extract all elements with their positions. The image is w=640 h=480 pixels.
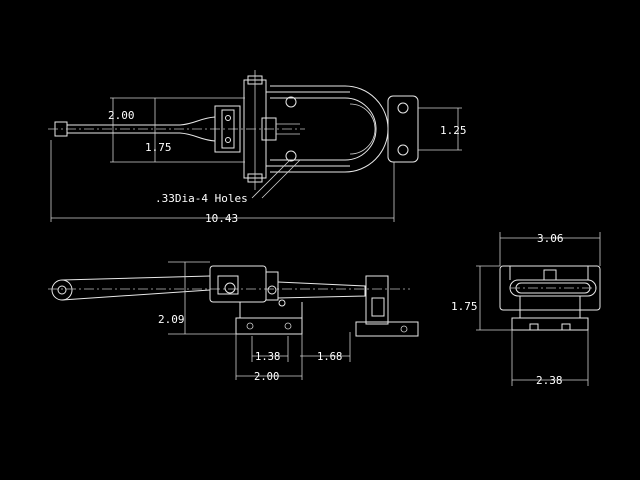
- dim-label-base-spacing: 1.38: [255, 351, 280, 363]
- dim-top-height: 2.00: [108, 97, 245, 163]
- dim-label-end-height: 1.75: [451, 300, 478, 313]
- dim-end-base: 2.38: [511, 330, 589, 387]
- dim-overall-length: 10.43: [50, 140, 395, 225]
- mount-plate-top: [387, 95, 419, 163]
- dim-side-height: 2.09: [158, 261, 236, 335]
- note-holes: .33Dia-4 Holes: [155, 159, 301, 205]
- side-view: 2.09 1.38 1.68 2.00: [48, 261, 419, 383]
- dim-label-end-base: 2.38: [536, 374, 563, 387]
- side-body: [209, 265, 366, 307]
- dim-label-side-height: 2.09: [158, 313, 185, 326]
- dim-label-end-width: 3.06: [537, 232, 564, 245]
- note-label-holes: .33Dia-4 Holes: [155, 192, 248, 205]
- dim-label-top-height: 2.00: [108, 109, 135, 122]
- dim-end-width: 3.06: [499, 232, 601, 266]
- end-view: 3.06 1.75 2.38: [451, 232, 601, 387]
- dim-label-top-inner: 1.75: [145, 141, 172, 154]
- dim-end-height: 1.75: [451, 265, 512, 331]
- side-hook-block: [355, 275, 419, 337]
- dim-base-spacing: 1.38: [251, 336, 289, 363]
- end-body: [499, 265, 601, 331]
- top-view: 2.00 1.75 1.25 .33Dia-4 Holes 10.43: [48, 70, 467, 225]
- dim-label-hook-offset: 1.68: [317, 351, 342, 363]
- dim-base-width: 2.00: [235, 334, 303, 383]
- clamp-body: [214, 70, 350, 190]
- handle-rod: [48, 116, 305, 142]
- dim-label-base-width: 2.00: [254, 371, 279, 383]
- side-base-left: [235, 302, 303, 335]
- dim-label-top-right: 1.25: [440, 124, 467, 137]
- dim-label-overall-length: 10.43: [205, 212, 238, 225]
- dim-hook-offset: 1.68: [300, 332, 351, 363]
- dim-top-inner: 1.75: [145, 98, 172, 162]
- dim-top-right: 1.25: [418, 107, 467, 151]
